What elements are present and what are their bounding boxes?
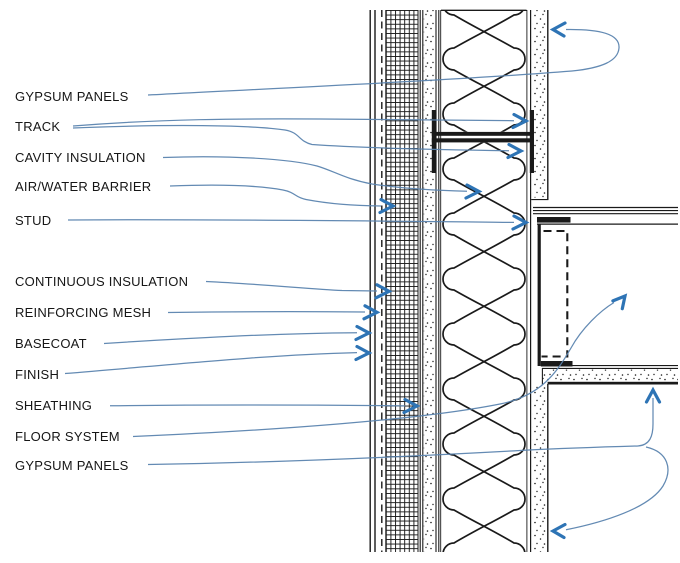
gypsum-stipple-lower: [532, 385, 547, 552]
leader-reinforcing-mesh: [167, 311, 366, 314]
leader-stud: [67, 219, 515, 224]
arrow-gypsum-bottom-left: [549, 522, 567, 540]
cavity-insulation-lower: [441, 142, 527, 552]
continuous-insulation-hatch: [385, 10, 418, 552]
track-detail: [431, 110, 534, 173]
label-reinforcing-mesh: REINFORCING MESH: [15, 305, 152, 320]
track-web-lower: [431, 138, 534, 143]
track-web-upper: [431, 131, 534, 136]
arrow-stud: [511, 214, 530, 231]
wall-layers: [369, 9, 549, 552]
label-gypsum-panels-bottom: GYPSUM PANELS: [15, 458, 129, 473]
label-track: TRACK: [15, 119, 61, 134]
sheathing-stipple: [423, 10, 435, 552]
floor-system: [533, 206, 678, 385]
label-finish: FINISH: [15, 367, 60, 382]
arrow-floor-system: [611, 293, 628, 311]
leader-track-lower: [72, 124, 510, 152]
label-basecoat: BASECOAT: [15, 336, 87, 351]
floor-track-hidden: [541, 229, 569, 358]
leader-gypsum-panels-top: [147, 28, 620, 96]
label-floor-system: FLOOR SYSTEM: [15, 429, 120, 444]
arrow-gypsum-panels-top: [549, 21, 567, 38]
leader-gypsum-bottom-up-branch: [637, 398, 654, 447]
leader-cavity-insulation: [162, 156, 468, 192]
floor-edge-bar: [537, 224, 541, 366]
label-continuous-insulation: CONTINUOUS INSULATION: [15, 274, 189, 289]
label-cavity-insulation: CAVITY INSULATION: [15, 150, 146, 165]
ceiling-gypsum-stipple: [542, 369, 678, 382]
arrow-continuous-insulation: [374, 283, 393, 300]
arrow-reinforcing-mesh: [362, 304, 381, 321]
arrow-sheathing: [402, 397, 421, 415]
leader-track-upper: [72, 118, 515, 127]
arrow-air-water-barrier: [378, 197, 397, 215]
leader-finish: [64, 351, 358, 375]
leader-arrowheads: [354, 21, 662, 540]
arrow-basecoat: [354, 324, 373, 342]
leader-basecoat: [103, 332, 358, 345]
leader-floor-system: [132, 301, 615, 438]
cavity-insulation-upper: [441, 10, 527, 132]
leader-sheathing: [109, 404, 406, 407]
label-gypsum-panels-top: GYPSUM PANELS: [15, 89, 129, 104]
leader-gypsum-bottom-loop-branch: [565, 446, 669, 531]
label-air-water-barrier: AIR/WATER BARRIER: [15, 179, 152, 194]
leader-continuous-insulation: [205, 280, 378, 292]
leader-lines: [64, 28, 669, 531]
label-sheathing: SHEATHING: [15, 398, 93, 413]
label-stud: STUD: [15, 213, 52, 228]
arrow-track-upper: [511, 112, 530, 130]
floor-rim-bar-top: [537, 217, 571, 223]
arrow-gypsum-bottom-up: [644, 386, 662, 404]
arrow-track-lower: [506, 142, 525, 160]
ceiling-gypsum-bottom-line: [547, 381, 678, 385]
floor-rim-bar-bottom: [540, 361, 573, 367]
gypsum-stipple-upper: [532, 10, 547, 198]
leader-air-water-barrier: [169, 184, 382, 207]
arrow-finish: [354, 344, 373, 362]
arrow-cavity-insulation: [464, 183, 483, 200]
leader-gypsum-panels-bottom: [147, 445, 639, 466]
